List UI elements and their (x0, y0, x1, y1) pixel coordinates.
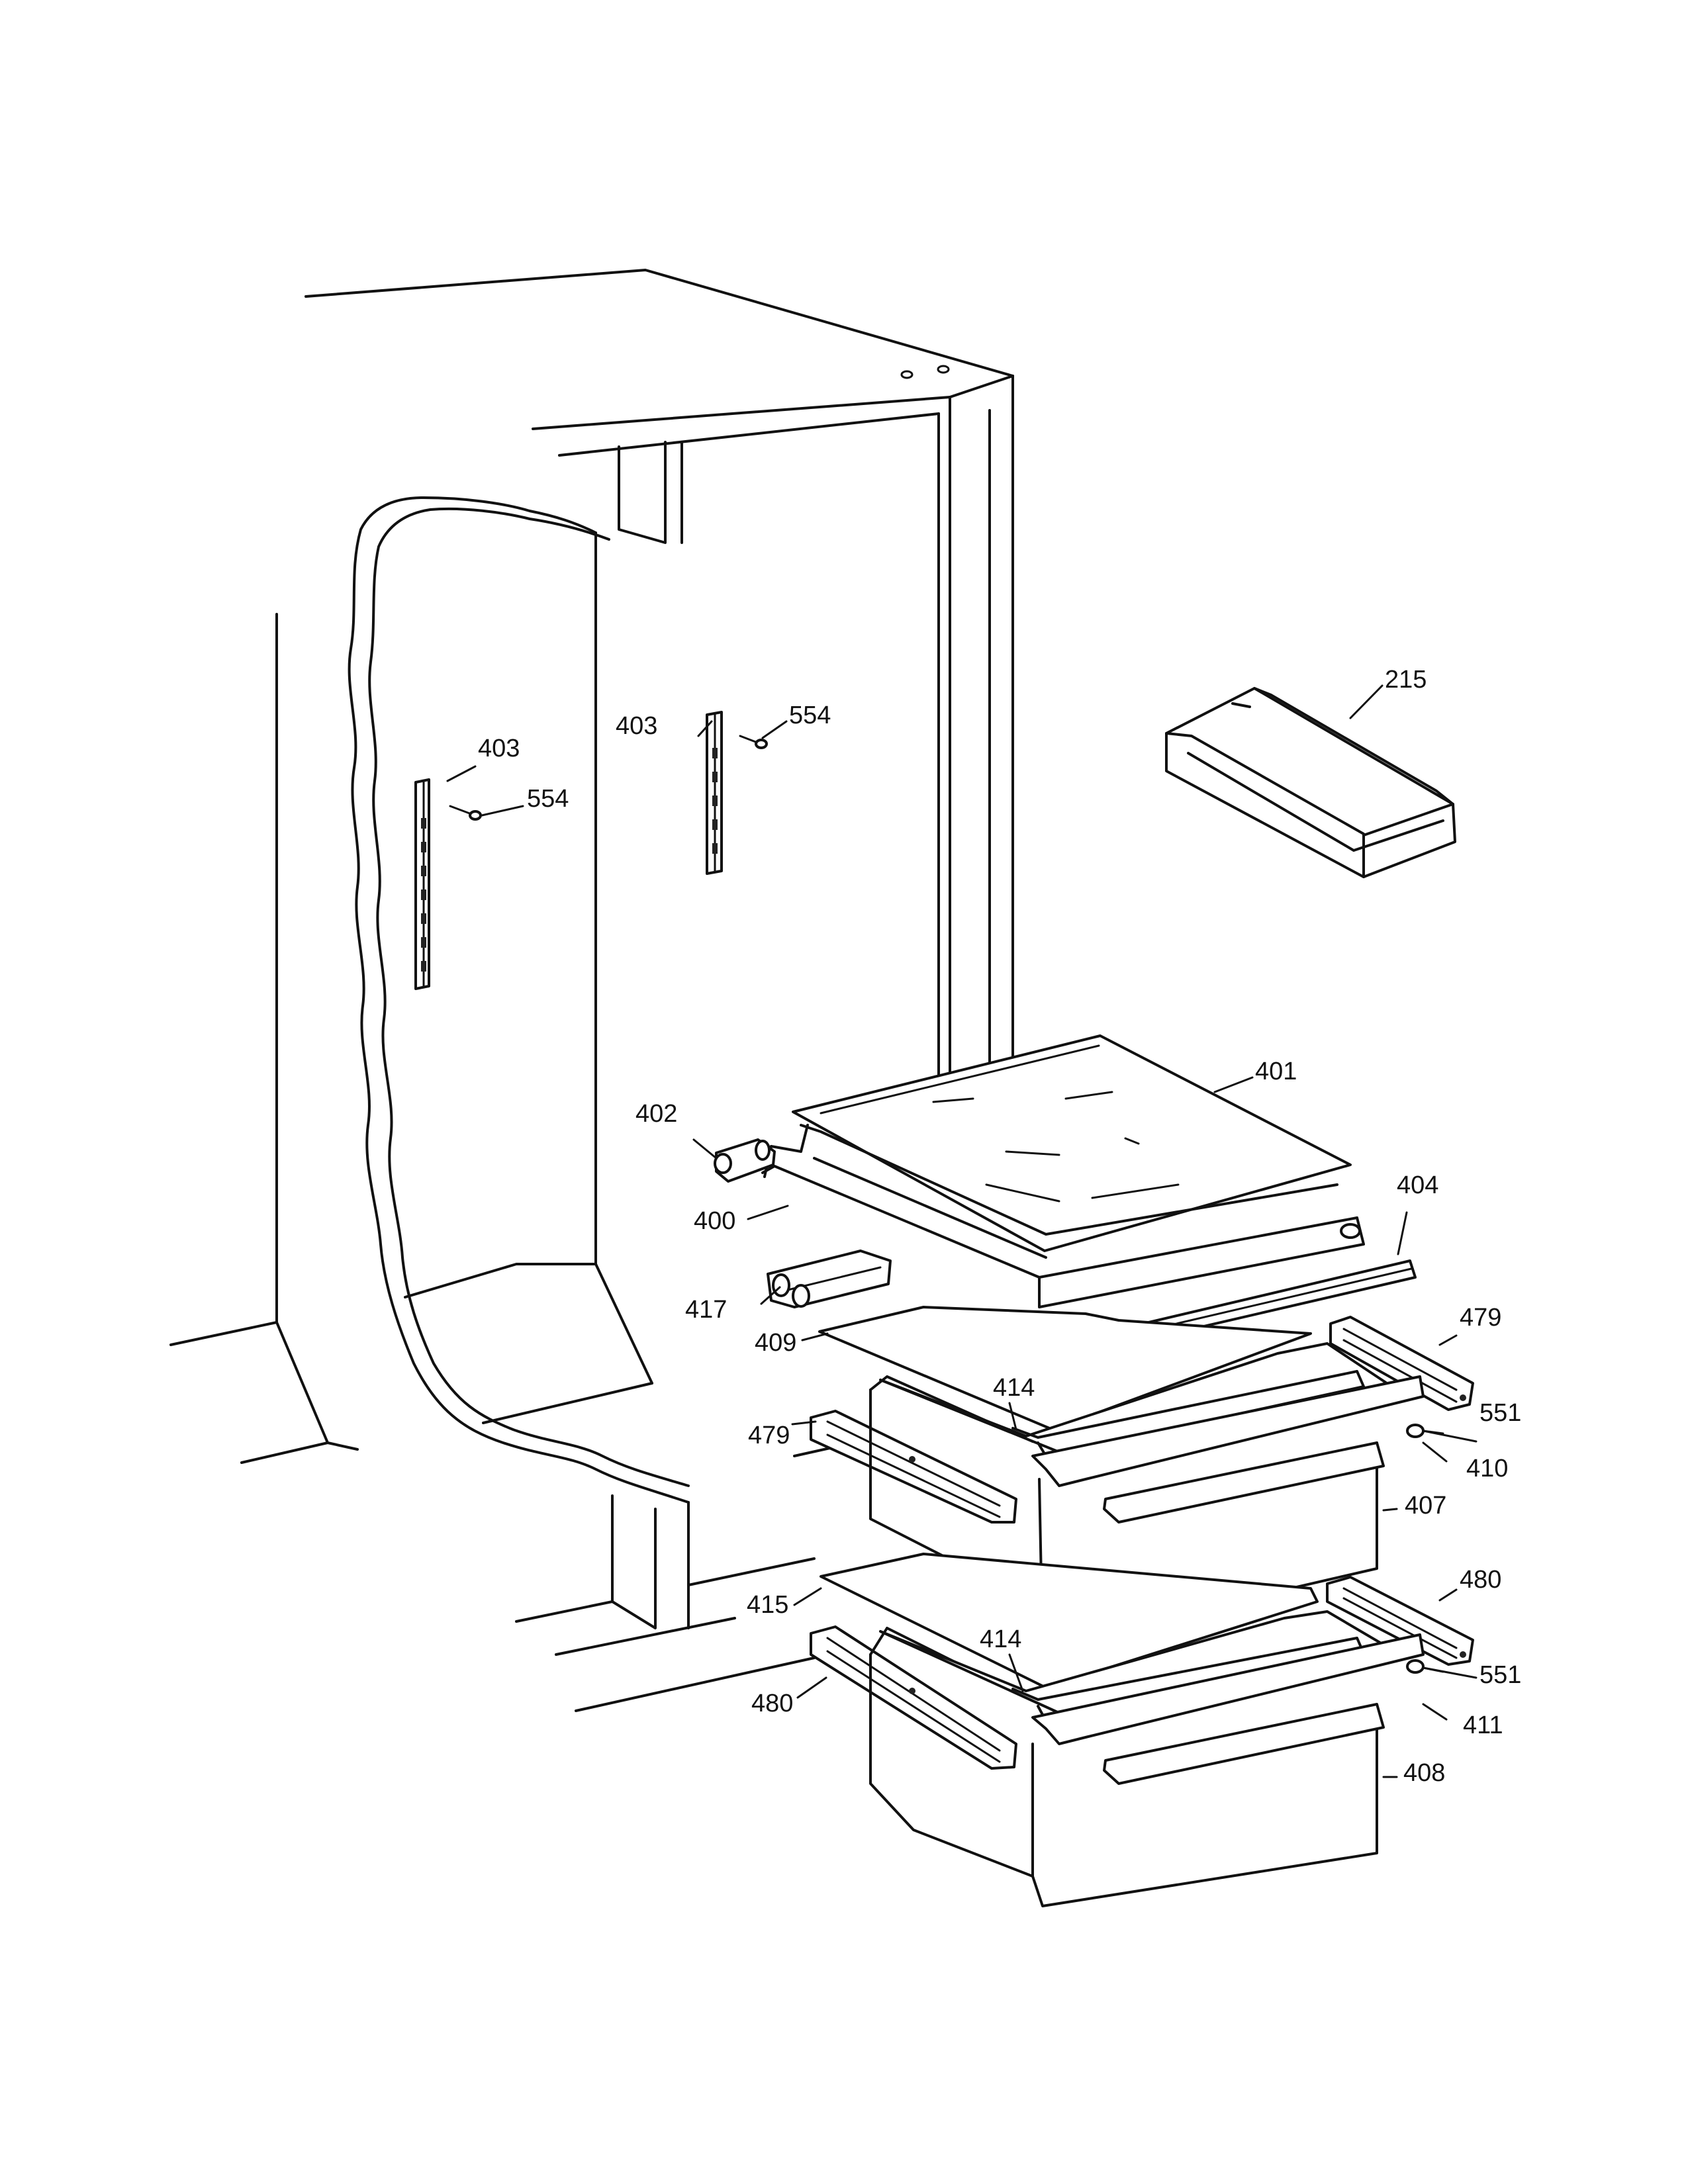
callout-480-right: 480 (1460, 1566, 1502, 1594)
callout-410: 410 (1466, 1455, 1509, 1482)
callout-407: 407 (1405, 1492, 1447, 1520)
callout-479-right: 479 (1460, 1304, 1502, 1332)
callout-411: 411 (1463, 1711, 1503, 1739)
callout-403-right: 403 (616, 712, 658, 740)
callout-554-left: 554 (527, 785, 569, 813)
callout-404: 404 (1397, 1171, 1439, 1199)
shelf-standard-left (414, 778, 430, 990)
shelf-frame-400 (761, 1124, 1365, 1308)
cabinet-top-edge (305, 269, 1014, 377)
cabinet-cutaway-edge (348, 496, 690, 1504)
handle-410 (1031, 1375, 1425, 1524)
shelf-glass-401 (792, 1034, 1352, 1252)
callout-401: 401 (1255, 1058, 1297, 1085)
slide-rail-480-right (1326, 1576, 1474, 1666)
cabinet-top-inner (532, 375, 1014, 430)
callout-551-upper: 551 (1479, 1399, 1522, 1427)
shelf-bracket-402 (714, 1138, 776, 1183)
leader-lines (446, 684, 1477, 1778)
callout-480-left: 480 (751, 1690, 794, 1717)
callout-414-lower: 414 (980, 1625, 1022, 1653)
callout-417: 417 (685, 1296, 727, 1324)
callout-554-right: 554 (789, 702, 831, 729)
callout-403-left: 403 (478, 735, 520, 762)
callout-415: 415 (747, 1591, 789, 1619)
shelf-standard-right (706, 711, 723, 875)
callout-479-left: 479 (748, 1422, 790, 1449)
bin-215 (1165, 687, 1456, 878)
handle-411 (1031, 1633, 1425, 1785)
clip-417 (767, 1250, 892, 1308)
callout-400: 400 (694, 1207, 736, 1235)
glass-415 (820, 1553, 1319, 1689)
callout-409: 409 (755, 1329, 797, 1357)
slide-rail-479-right (1329, 1316, 1474, 1411)
screw-right (739, 735, 768, 749)
slide-rail-479-left (810, 1410, 1017, 1524)
callout-402: 402 (635, 1100, 678, 1128)
callout-408: 408 (1403, 1759, 1446, 1787)
slide-rail-480-left (810, 1625, 1017, 1770)
screw-left (449, 805, 482, 821)
callout-551-lower: 551 (1479, 1661, 1522, 1689)
cabinet (169, 269, 1014, 1712)
callout-215: 215 (1385, 666, 1427, 694)
callout-414-upper: 414 (993, 1374, 1035, 1402)
